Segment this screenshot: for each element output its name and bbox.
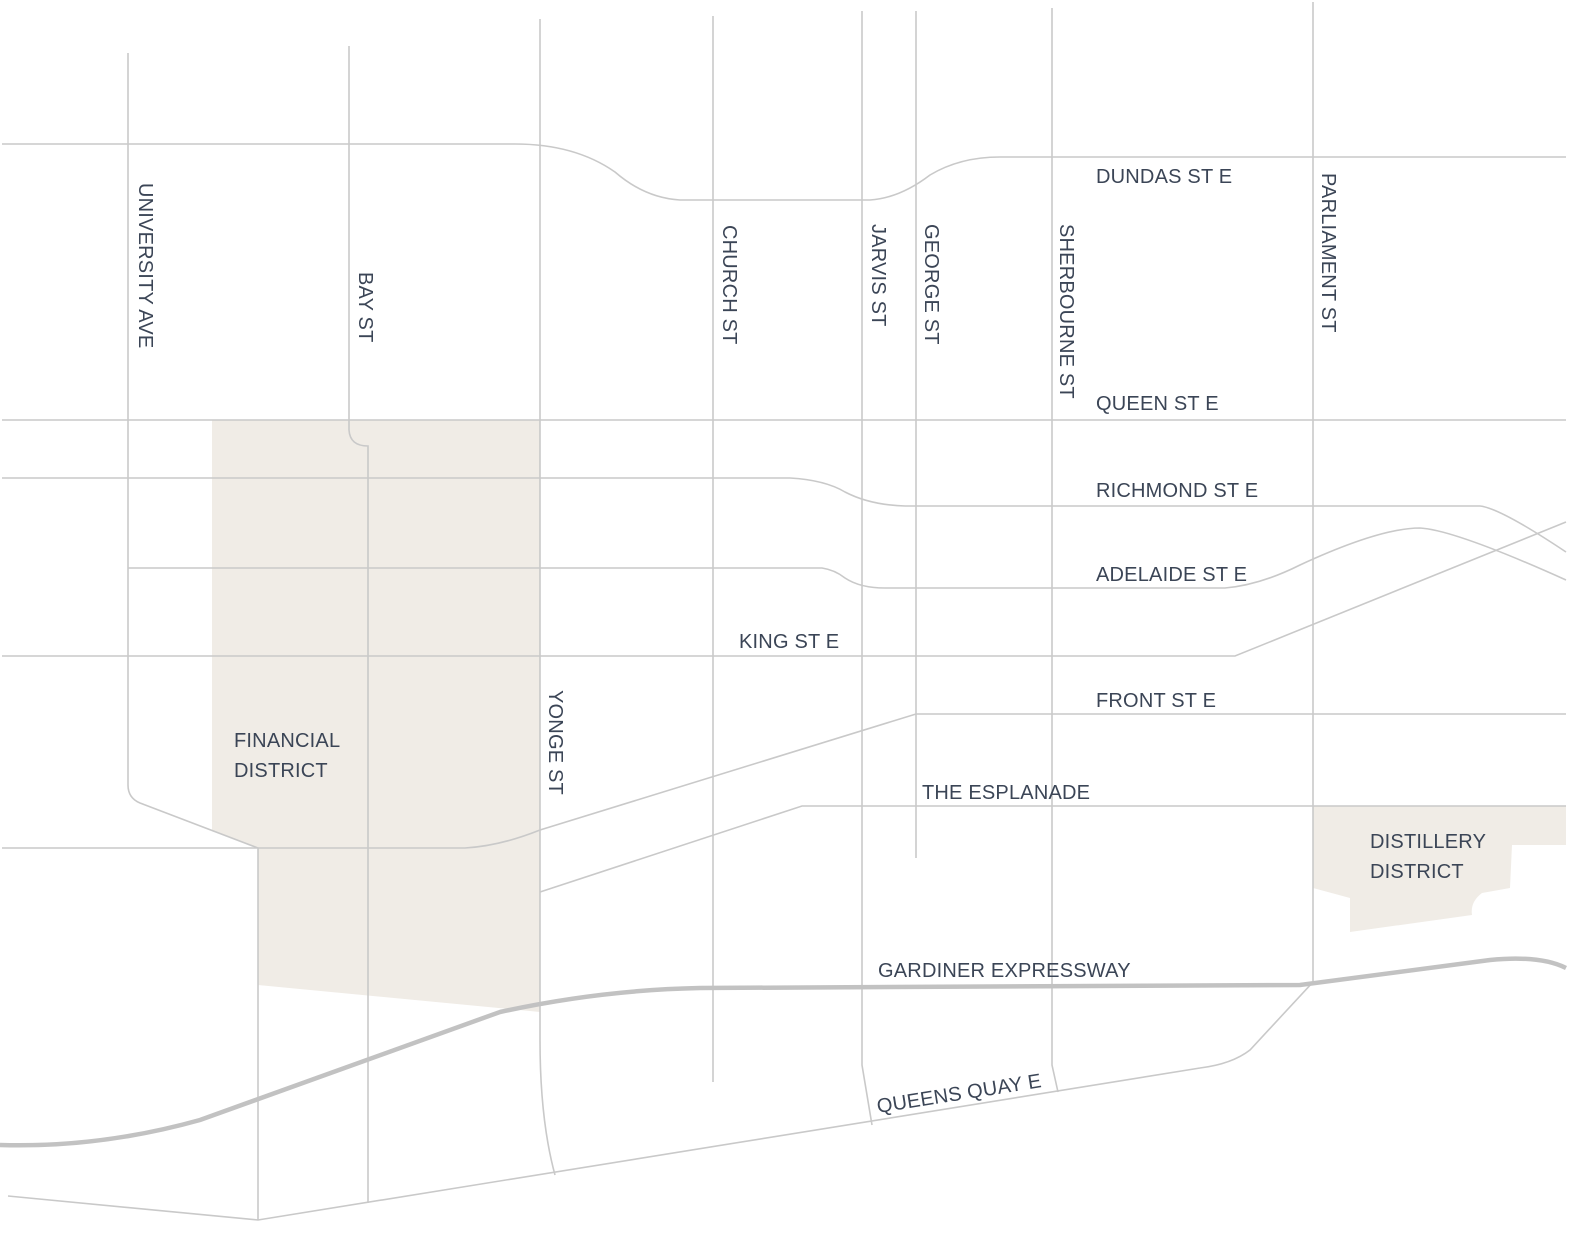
road-gardiner-expressway [0, 956, 1568, 1148]
label-richmond-st: RICHMOND ST E [1096, 480, 1258, 502]
label-financial-district-line2: DISTRICT [234, 760, 328, 782]
label-university-ave: UNIVERSITY AVE [134, 183, 156, 348]
label-parliament-st: PARLIAMENT ST [1317, 173, 1339, 333]
label-jarvis-st: JARVIS ST [867, 224, 889, 327]
label-front-st: FRONT ST E [1096, 690, 1216, 712]
label-distillery-district-line1: DISTILLERY [1370, 831, 1486, 853]
label-financial-district-line1: FINANCIAL [234, 730, 340, 752]
label-king-st: KING ST E [739, 631, 839, 653]
label-queen-st: QUEEN ST E [1096, 393, 1219, 415]
road-richmond-st [2, 477, 1567, 553]
label-george-st: GEORGE ST [920, 224, 942, 345]
label-gardiner-expressway: GARDINER EXPRESSWAY [878, 960, 1131, 982]
label-queens-quay: QUEENS QUAY E [875, 1070, 1043, 1118]
road-queens-quay [7, 1067, 1201, 1221]
label-yonge-st: YONGE ST [544, 690, 566, 795]
label-esplanade: THE ESPLANADE [922, 782, 1090, 804]
road-parliament-st [1199, 2, 1314, 1069]
road-jarvis-st [861, 11, 873, 1126]
road-dundas-st [2, 143, 1566, 201]
financial-district-area[interactable] [212, 420, 540, 1012]
road-esplanade [539, 805, 1566, 893]
roads [0, 2, 1568, 1221]
road-king-st [2, 521, 1567, 657]
road-university-ave [127, 53, 259, 1220]
road-adelaide-st [128, 527, 1567, 589]
distillery-district-area[interactable] [1313, 806, 1566, 932]
label-dundas-st: DUNDAS ST E [1096, 166, 1232, 188]
road-bay-st [348, 46, 369, 1203]
label-bay-st: BAY ST [354, 272, 376, 343]
road-yonge-st [539, 19, 556, 1176]
road-sherbourne-st [1051, 8, 1059, 1093]
label-church-st: CHURCH ST [718, 225, 740, 345]
label-adelaide-st: ADELAIDE ST E [1096, 564, 1247, 586]
road-front-st [2, 713, 1566, 849]
label-distillery-district-line2: DISTRICT [1370, 861, 1464, 883]
label-sherbourne-st: SHERBOURNE ST [1055, 224, 1077, 399]
